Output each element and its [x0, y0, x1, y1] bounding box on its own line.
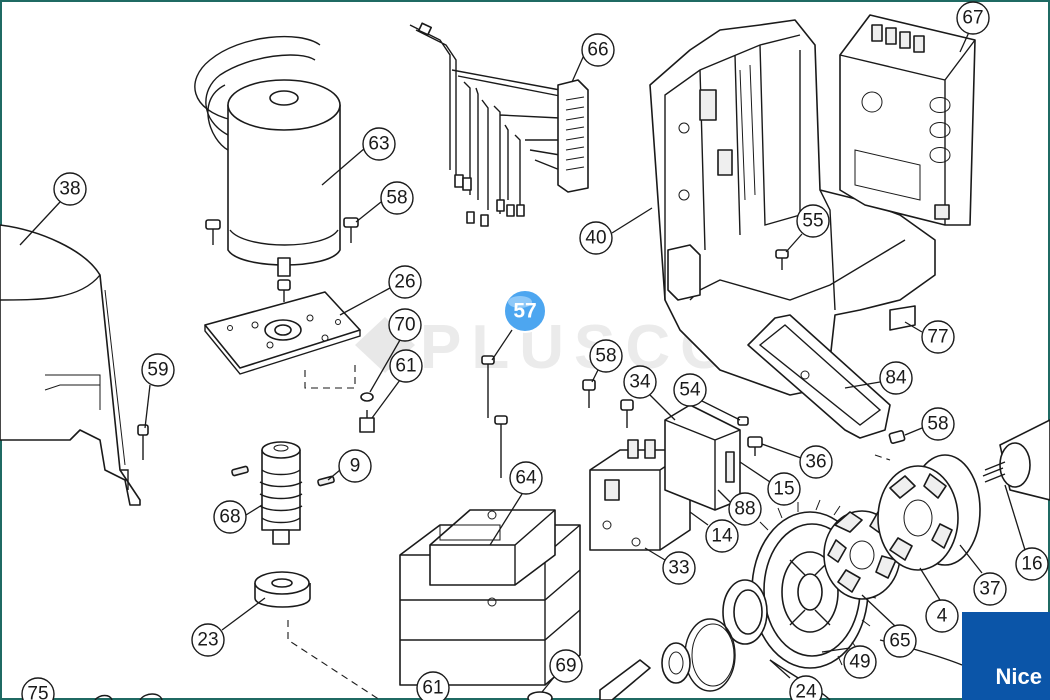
callout-36-label: 36	[805, 452, 826, 473]
callout-63	[362, 127, 396, 161]
part-26-plate	[204, 291, 361, 389]
callout-9	[338, 449, 372, 483]
callout-70	[388, 308, 422, 342]
callout-24-label: 24	[795, 682, 817, 700]
part-57-screws	[481, 355, 508, 478]
callout-88-label: 88	[734, 499, 755, 520]
callout-75	[21, 677, 55, 700]
callout-34	[623, 365, 657, 399]
callout-77	[921, 320, 955, 354]
callout-34-label: 34	[629, 372, 651, 393]
part-40-base	[649, 19, 936, 396]
callout-58-a	[380, 181, 414, 215]
callout-64-label: 64	[515, 468, 537, 489]
callout-55-label: 55	[802, 211, 823, 232]
callout-65-label: 65	[889, 631, 910, 652]
callout-58-c	[921, 407, 955, 441]
callout-58-a-label: 58	[386, 188, 407, 209]
callout-57-label: 57	[513, 300, 536, 323]
part-66-harness	[409, 22, 589, 227]
part-16-shaft	[982, 419, 1050, 501]
callout-26	[388, 265, 422, 299]
callout-66	[581, 33, 615, 67]
motor-screws	[205, 217, 359, 302]
part-70-washer	[360, 392, 374, 402]
callout-88	[728, 492, 762, 526]
callout-38	[53, 172, 87, 206]
callout-55	[796, 204, 830, 238]
part-67-board	[839, 14, 976, 226]
part-bearing	[722, 579, 768, 645]
callout-26-label: 26	[394, 272, 415, 293]
callout-84	[879, 361, 913, 395]
part-59-screw	[137, 424, 149, 460]
callout-38-label: 38	[59, 179, 80, 200]
callout-16-label: 16	[1021, 554, 1042, 575]
part-38-cover	[0, 224, 141, 506]
callout-36	[799, 445, 833, 479]
callout-16	[1015, 547, 1049, 581]
callout-4-label: 4	[937, 606, 948, 627]
callout-33	[662, 551, 696, 585]
callout-15-label: 15	[773, 479, 794, 500]
callouts: 67 66 63 58 38 26 40 55 70 61	[19, 1, 1049, 700]
misc-screws	[582, 249, 906, 461]
callout-64	[509, 461, 543, 495]
callout-68-label: 68	[219, 507, 240, 528]
callout-67	[956, 1, 990, 35]
callout-66-label: 66	[587, 40, 608, 61]
callout-75-label: 75	[27, 684, 48, 700]
callout-67-label: 67	[962, 8, 983, 29]
callout-70-label: 70	[394, 315, 415, 336]
callout-63-label: 63	[368, 134, 389, 155]
part-61-screw	[359, 410, 375, 433]
callout-61-b-label: 61	[422, 678, 443, 699]
callout-23	[191, 623, 225, 657]
callout-4	[925, 599, 959, 633]
callout-40-label: 40	[585, 228, 606, 249]
callout-14	[705, 519, 739, 553]
callout-54	[673, 373, 707, 407]
callout-58-b	[589, 339, 623, 373]
part-63-motor	[194, 35, 341, 277]
callout-58-c-label: 58	[927, 414, 948, 435]
callout-59-label: 59	[147, 360, 168, 381]
part-33-34-block	[589, 404, 741, 551]
callout-68	[213, 500, 247, 534]
callout-59	[141, 353, 175, 387]
callout-58-b-label: 58	[595, 346, 616, 367]
callout-9-label: 9	[350, 456, 361, 477]
nice-brand-logo: Nice	[962, 612, 1050, 700]
callout-61-b	[416, 671, 450, 700]
callout-69-label: 69	[555, 656, 576, 677]
callout-61-a	[389, 349, 423, 383]
callout-37-label: 37	[979, 579, 1000, 600]
callout-49	[843, 645, 877, 679]
brand-text: Nice	[995, 664, 1042, 689]
callout-14-label: 14	[711, 526, 733, 547]
callout-37	[973, 572, 1007, 606]
callout-24	[789, 675, 823, 700]
part-37-clutch	[877, 454, 981, 571]
callout-49-label: 49	[849, 652, 870, 673]
callout-23-label: 23	[197, 630, 218, 651]
callout-40	[579, 221, 613, 255]
callout-77-label: 77	[927, 327, 948, 348]
callout-65	[883, 624, 917, 658]
part-64-transformer	[399, 509, 581, 686]
part-84-lid	[747, 314, 891, 439]
callout-69	[549, 649, 583, 683]
callout-54-label: 54	[679, 380, 701, 401]
callout-33-label: 33	[668, 558, 689, 579]
callout-15	[767, 472, 801, 506]
callout-61-a-label: 61	[395, 356, 416, 377]
part-seal-ring	[661, 618, 736, 692]
callout-84-label: 84	[885, 368, 907, 389]
part-68-worm	[259, 441, 303, 545]
part-23-bushing	[254, 571, 381, 700]
